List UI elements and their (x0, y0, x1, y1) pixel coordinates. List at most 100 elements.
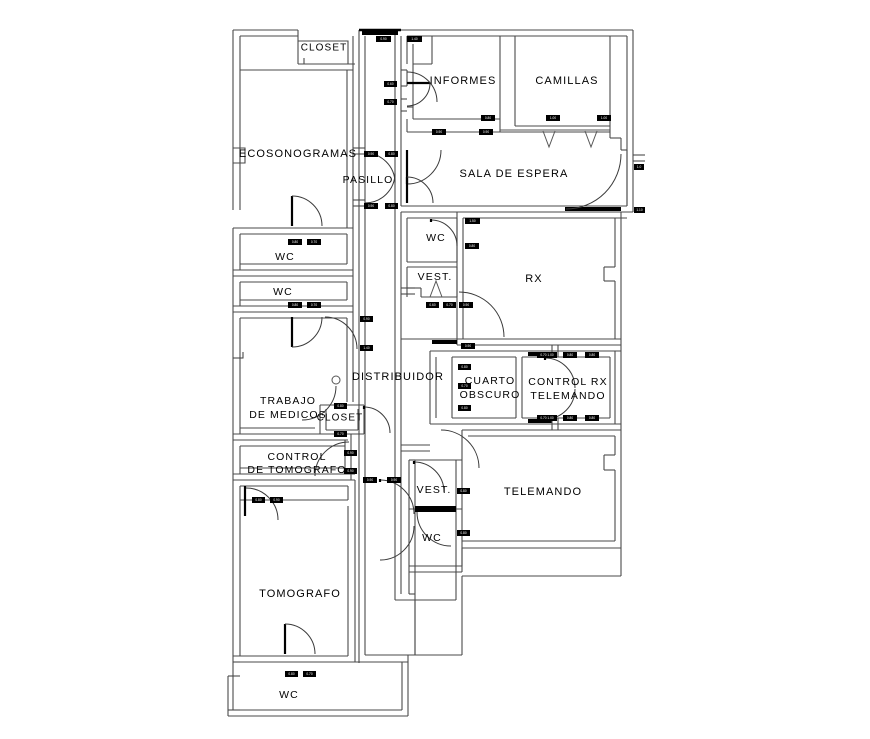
dimension-tag-text: 0.80 (388, 152, 394, 156)
dimension-tag-box (285, 671, 298, 677)
dimension-tag: 1.40 (407, 36, 422, 42)
dimension-tag-box (385, 151, 398, 157)
room-label-control-tomografo-2: DE TOMOGRAFO (247, 464, 346, 476)
dimension-tag: 0.90 (376, 36, 391, 42)
dimension-tag-text: 0.70 (311, 240, 317, 244)
dimension-tag-text: 0.90 (436, 130, 442, 134)
dimension-tag: 1.40 (360, 345, 373, 351)
dimension-tag-text: 1.40 (363, 346, 369, 350)
dimension-tag-box (479, 129, 493, 135)
room-label-sala-de-espera: SALA DE ESPERA (460, 168, 569, 180)
dimension-tag: 0.80 (288, 302, 302, 308)
dimension-tag-box (270, 497, 283, 503)
dimension-tag-box (252, 497, 265, 503)
dimension-tag-box (546, 115, 560, 121)
dimension-tag-text: 0.90 (347, 451, 353, 455)
dimension-tag: 0.90 (270, 497, 283, 503)
dimension-tag: 0.80 (465, 243, 479, 249)
room-label-trabajo-medicos: TRABAJO (260, 395, 316, 407)
room-label-closet-top: CLOSET (301, 43, 348, 54)
dimension-tag: 0.80 (458, 364, 471, 370)
dimension-tag-text: 0.80 (337, 404, 343, 408)
dimension-tag: 0.70 (307, 239, 321, 245)
dimension-tag-text: 0.70 (446, 303, 452, 307)
rx-wing-walls (401, 212, 627, 346)
dimension-tag: 0.90 (344, 450, 357, 456)
room-label-telemando: TELEMANDO (504, 486, 582, 498)
dimension-tag-text: 0.90 (273, 498, 279, 502)
dimension-tag: 1.50 (465, 218, 480, 224)
dimension-tag: 0.80 (288, 239, 302, 245)
dimension-tag-box (537, 352, 557, 358)
room-label-distribuidor: DISTRIBUIDOR (352, 371, 444, 383)
dimension-tag-box (344, 450, 357, 456)
dimension-tag: 0.90 (479, 129, 493, 135)
room-label-closet-mid: CLOSET (317, 413, 364, 424)
dimension-tag-text: 0.80 (469, 244, 475, 248)
dimension-tag-text: 0.80 (255, 498, 261, 502)
room-label-informes: INFORMES (430, 75, 497, 87)
dimension-tag: 0.80 (585, 415, 599, 421)
dimension-tag-box (307, 302, 321, 308)
dimension-tag: 0.60 (426, 302, 439, 308)
dimension-tag-box (457, 488, 470, 494)
dimension-tag: 0.80 (563, 415, 577, 421)
dimension-tag: 0.80 (285, 671, 298, 677)
dimension-tag: 1.00 (546, 115, 560, 121)
dimension-tag: 1.0 (634, 164, 644, 170)
dimension-tag-text: 0.70 (306, 672, 312, 676)
dimension-tag-text: 0.60 (387, 82, 393, 86)
dimension-tag-box (634, 207, 645, 213)
dimension-tag: 0.90 (432, 129, 446, 135)
dimension-tag-box (563, 352, 577, 358)
dimension-tag-text: 0.70 (311, 303, 317, 307)
dimension-tag-text: 0.80 (388, 204, 394, 208)
dimension-tag: 0.90 (360, 316, 373, 322)
dimension-tag: 0.70 (303, 671, 316, 677)
dimension-tag-box (465, 218, 480, 224)
room-label-wc-left-upper: WC (275, 251, 295, 263)
dimension-tag: 0.80 (385, 203, 398, 209)
dimension-tag-box (307, 239, 321, 245)
dimension-tag-text: 0.80 (460, 531, 466, 535)
dimension-tag: 1.10 (634, 207, 645, 213)
dimension-tag-text: 0.80 (567, 416, 573, 420)
room-label-control-tomografo: CONTROL (267, 451, 326, 463)
dimension-tag-box (459, 302, 473, 308)
dimension-tag-text: 1.40 (411, 37, 417, 41)
dimension-tag-text: 1.50 (469, 219, 475, 223)
dimension-tag: 0.80 (457, 488, 470, 494)
dimension-tag-text: 0.80 (567, 353, 573, 357)
dimension-tag-text: 0.90 (463, 303, 469, 307)
dimension-tag-box (385, 203, 398, 209)
dimension-tag-text: 0.70 (387, 100, 393, 104)
dimension-tag: 1.00 (597, 115, 611, 121)
dimension-tag-box (634, 164, 644, 170)
dimension-tag-box (376, 36, 391, 42)
dimension-tag-text: 0.80 (460, 489, 466, 493)
dimension-tag-box (585, 415, 599, 421)
dimension-tag: 0.90 (461, 343, 475, 349)
dimension-tag: 0.70 (458, 383, 471, 389)
dimension-tag-box (364, 203, 378, 209)
dimension-tag: 0.70 (384, 99, 397, 105)
dimension-tag-text: 0.90 (368, 152, 374, 156)
dimension-tag: 0.70 1.00 (537, 352, 557, 358)
door-swings (243, 71, 622, 655)
dimension-tag-box (481, 115, 495, 121)
room-label-tomografo: TOMOGRAFO (259, 588, 341, 600)
room-label-wc-rx: WC (426, 232, 446, 244)
room-label-control-rx: CONTROL RX (528, 376, 607, 388)
dimension-tag: 0.90 (364, 203, 378, 209)
dimension-tag-box (597, 115, 611, 121)
dimension-tag-box (457, 530, 470, 536)
dimension-tag: 0.90 (387, 477, 401, 483)
dimension-tag-box (334, 431, 347, 437)
dimension-tag-text: 0.80 (292, 303, 298, 307)
room-label-vest-rx: VEST. (418, 271, 453, 283)
dimension-tag-text: 0.90 (391, 478, 397, 482)
room-label-rx: RX (525, 273, 542, 285)
room-label-control-rx-2: TELEMANDO (530, 390, 605, 402)
dimension-tag-box (344, 468, 357, 474)
